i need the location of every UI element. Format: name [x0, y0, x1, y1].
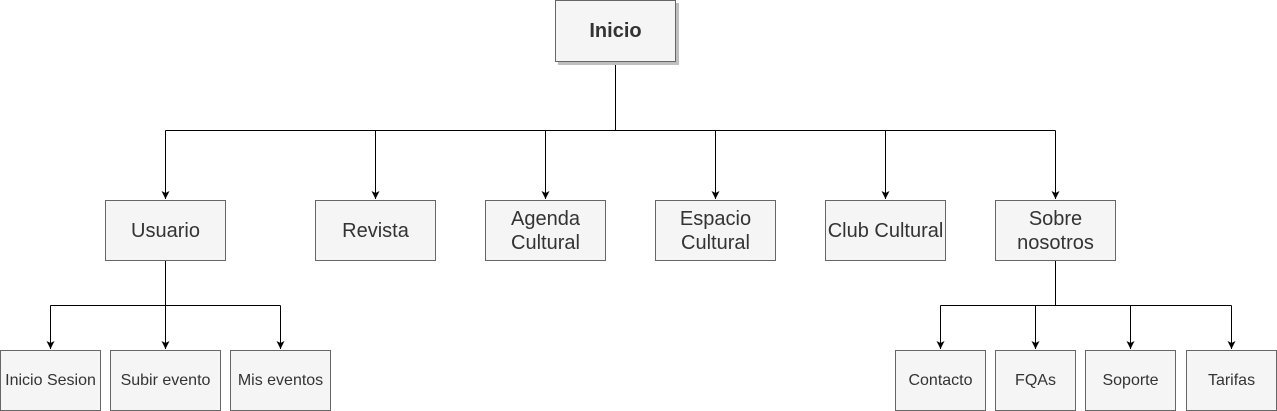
node-espacio-cultural-label: Espacio Cultural: [679, 207, 752, 254]
node-revista: Revista: [315, 200, 436, 261]
node-agenda-cultural: Agenda Cultural: [485, 200, 606, 261]
node-fqas-label: FQAs: [1015, 371, 1056, 389]
node-mis-eventos: Mis eventos: [230, 350, 331, 411]
node-sobre-nosotros-label: Sobre nosotros: [1017, 207, 1094, 254]
node-inicio: Inicio: [555, 0, 676, 62]
node-club-cultural: Club Cultural: [825, 200, 946, 261]
node-sobre-nosotros: Sobre nosotros: [995, 200, 1116, 261]
node-usuario: Usuario: [105, 200, 226, 261]
node-fqas: FQAs: [995, 350, 1076, 411]
node-inicio-sesion-label: Inicio Sesion: [5, 371, 96, 389]
node-inicio-sesion: Inicio Sesion: [0, 350, 101, 411]
node-inicio-label: Inicio: [589, 20, 642, 42]
node-usuario-label: Usuario: [131, 219, 200, 242]
node-soporte: Soporte: [1085, 350, 1176, 411]
node-tarifas-label: Tarifas: [1207, 371, 1256, 389]
node-tarifas: Tarifas: [1186, 350, 1277, 411]
node-club-cultural-label: Club Cultural: [827, 219, 944, 242]
node-mis-eventos-label: Mis eventos: [237, 371, 324, 389]
node-soporte-label: Soporte: [1102, 371, 1159, 389]
node-espacio-cultural: Espacio Cultural: [655, 200, 776, 261]
node-revista-label: Revista: [342, 219, 409, 242]
node-contacto: Contacto: [895, 350, 986, 411]
node-subir-evento: Subir evento: [110, 350, 221, 411]
node-subir-evento-label: Subir evento: [120, 371, 211, 389]
node-contacto-label: Contacto: [908, 371, 973, 389]
node-agenda-cultural-label: Agenda Cultural: [511, 207, 580, 254]
